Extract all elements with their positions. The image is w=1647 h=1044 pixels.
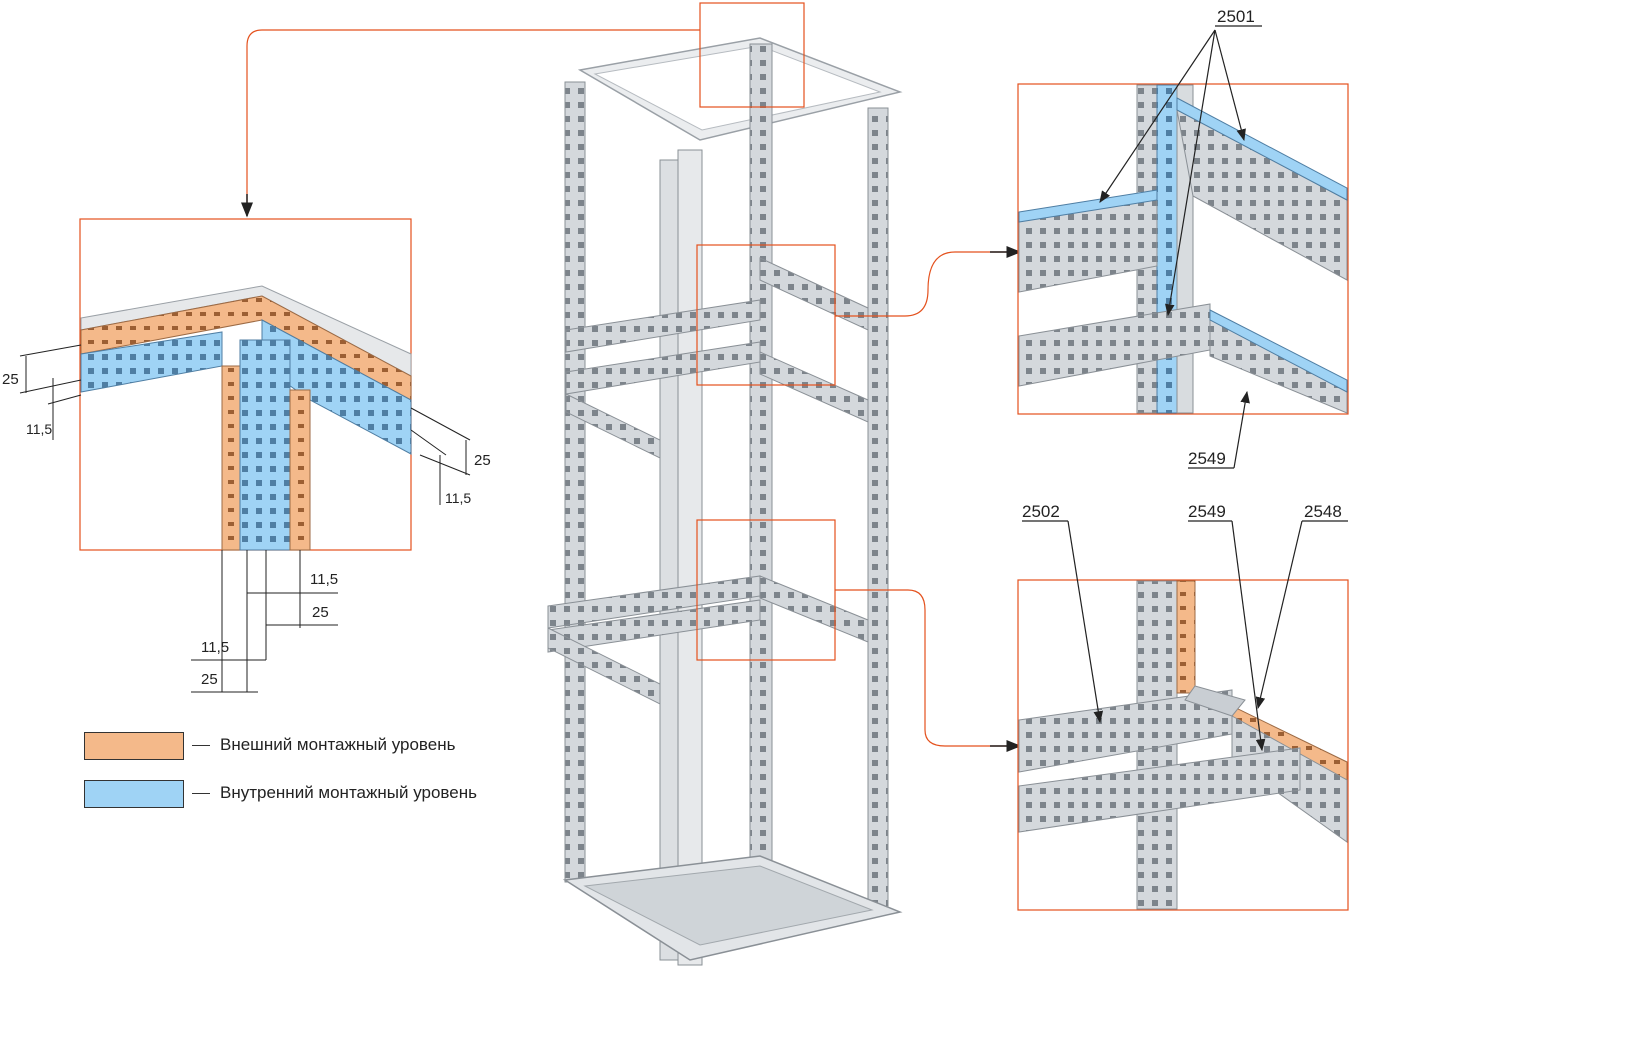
legend-item-inner: Внутренний монтажный уровень	[84, 780, 564, 808]
legend-item-outer: Внешний монтажный уровень	[84, 732, 564, 760]
detail-inner-level-view	[1017, 83, 1349, 415]
legend-dash	[192, 745, 210, 746]
dim-bottom-11-5-b: 11,5	[201, 639, 229, 656]
dim-bottom-25-a: 25	[312, 604, 329, 621]
leader-lines-upper	[1099, 25, 1262, 469]
callout-box-upper	[696, 244, 836, 386]
legend-label-inner: Внутренний монтажный уровень	[220, 783, 477, 802]
dim-left-11-5: 11,5	[26, 421, 52, 437]
detail-corner-view	[79, 218, 412, 551]
cabinet-frame	[547, 37, 903, 966]
connector-upper	[835, 251, 1018, 317]
part-label-2502: 2502	[1022, 502, 1060, 521]
part-label-2549-upper: 2549	[1188, 449, 1226, 468]
legend-swatch-outer	[84, 732, 184, 760]
part-label-2548: 2548	[1304, 502, 1342, 521]
connector-lower	[835, 589, 1018, 747]
legend-label-outer: Внешний монтажный уровень	[220, 735, 456, 754]
callout-box-top	[699, 2, 805, 108]
part-label-2549-lower: 2549	[1188, 502, 1226, 521]
dim-right-25: 25	[474, 452, 491, 469]
detail-outer-level-view	[1017, 579, 1349, 911]
legend-dash	[192, 793, 210, 794]
dim-left-25: 25	[2, 371, 19, 388]
dim-right-11-5: 11,5	[445, 490, 471, 506]
legend-swatch-inner	[84, 780, 184, 808]
leader-lines-lower	[1022, 520, 1348, 752]
dim-bottom-25-b: 25	[201, 671, 218, 688]
part-label-2501: 2501	[1217, 7, 1255, 26]
dimension-lines-left	[19, 344, 471, 693]
dim-bottom-11-5-a: 11,5	[310, 571, 338, 588]
connector-top	[246, 29, 700, 214]
